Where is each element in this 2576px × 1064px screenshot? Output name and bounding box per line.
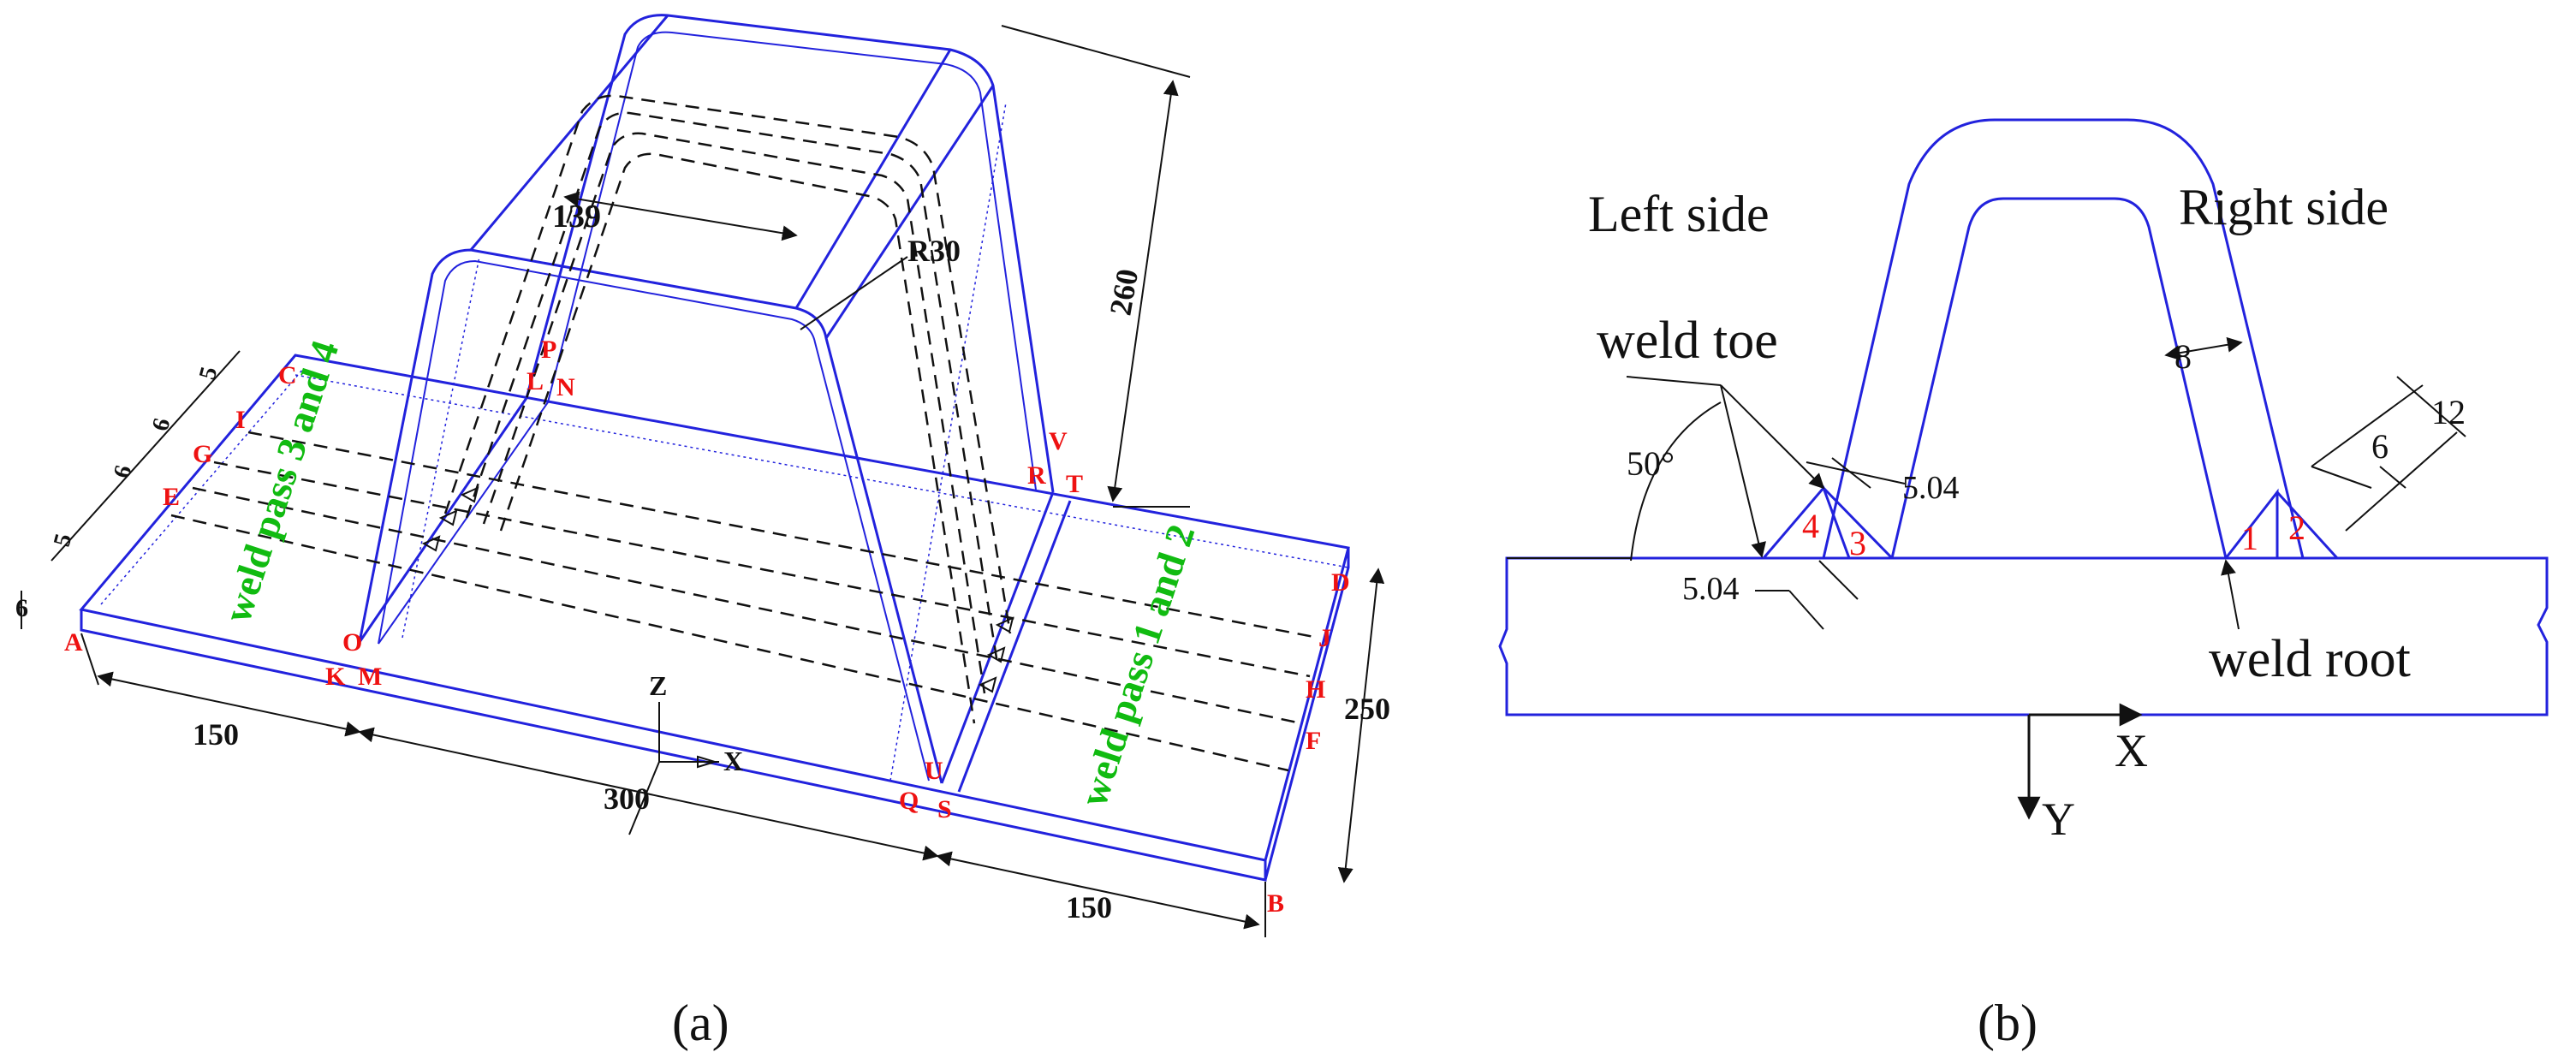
point-L: L <box>527 367 544 395</box>
dim-spacing-2: 6 <box>147 415 176 434</box>
pass-4-label: 4 <box>1802 507 1819 545</box>
dim-left-len: 150 <box>193 717 239 752</box>
point-B: B <box>1267 889 1284 918</box>
pass-3-label: 3 <box>1849 524 1866 562</box>
leg-bottom-label: 5.04 <box>1682 571 1740 607</box>
panel-a-weld-lines <box>170 94 1319 772</box>
point-C: C <box>278 361 297 389</box>
rib-thickness-label: 8 <box>2174 337 2192 376</box>
point-N: N <box>556 373 575 401</box>
dim-inner-width: 139 <box>552 199 601 235</box>
panel-a-hidden-lines <box>100 102 1349 782</box>
weld-toe-label: weld toe <box>1597 312 1778 370</box>
point-U: U <box>925 757 943 785</box>
dim-right-len: 150 <box>1066 890 1112 924</box>
axis-b-x-label: X <box>2115 725 2148 776</box>
point-F: F <box>1306 727 1321 755</box>
point-H: H <box>1306 675 1325 704</box>
dim-12-label: 12 <box>2431 393 2466 431</box>
panel-a-dimensions <box>21 25 1385 937</box>
left-side-label: Left side <box>1588 186 1770 242</box>
point-I: I <box>235 406 246 434</box>
point-M: M <box>358 663 382 691</box>
panel-a-drawing <box>79 14 1350 882</box>
panel-a-caption: (a) <box>672 995 729 1051</box>
pass-1-label: 1 <box>2241 519 2258 557</box>
right-side-label: Right side <box>2179 179 2389 235</box>
panel-b-plate <box>1498 556 2549 716</box>
leg-top-label: 5.04 <box>1902 470 1960 506</box>
point-J: J <box>1318 624 1331 652</box>
rib-back-inner <box>547 31 1037 490</box>
point-E: E <box>163 483 180 511</box>
panel-b-weld-4 <box>1760 485 1852 560</box>
dim-mid-len: 300 <box>604 782 650 816</box>
weld-root-label: weld root <box>2209 630 2411 688</box>
dim-height: 260 <box>1103 266 1145 318</box>
dim-thickness: 6 <box>15 594 28 622</box>
panel-b-caption: (b) <box>1978 995 2038 1051</box>
axis-triad <box>628 702 719 835</box>
weld-symbols <box>421 486 1014 693</box>
point-R: R <box>1027 461 1046 490</box>
point-K: K <box>325 663 346 691</box>
panel-b-drawing <box>1498 118 2549 716</box>
point-P: P <box>541 336 556 364</box>
axis-z-label: Z <box>649 670 667 701</box>
panel-b-weld-3 <box>1822 486 1895 560</box>
dim-6-label: 6 <box>2371 427 2389 466</box>
panel-b-axes <box>2017 703 2143 820</box>
point-G: G <box>193 440 212 468</box>
dim-spacing-1: 5 <box>194 364 223 383</box>
point-D: D <box>1331 568 1350 597</box>
angle-label: 50° <box>1627 444 1675 483</box>
point-V: V <box>1049 427 1068 455</box>
dim-spacing-3: 6 <box>109 462 138 481</box>
point-Q: Q <box>899 787 919 815</box>
dim-plate-width: 250 <box>1344 692 1390 726</box>
dim-radius: R30 <box>907 234 961 268</box>
weld-pass-right-label: weld pass 1 and 2 <box>1071 520 1203 812</box>
point-S: S <box>937 795 952 823</box>
rib-left-front <box>358 248 943 784</box>
panel-b-rib-inner <box>1890 197 2228 559</box>
point-A: A <box>64 628 83 657</box>
axis-x-label: X <box>723 746 743 776</box>
point-O: O <box>342 628 362 657</box>
pass-2-label: 2 <box>2288 508 2305 547</box>
panel-b-weld-2 <box>2276 490 2341 560</box>
axis-b-y-label: Y <box>2042 794 2075 845</box>
panel-b-rib-outer <box>1822 118 2305 559</box>
point-T: T <box>1066 470 1083 498</box>
panel-b-dimensions <box>1507 336 2466 630</box>
plate-right-face <box>1264 548 1350 881</box>
rib-left-front-inner <box>378 259 930 782</box>
dim-spacing-4: 5 <box>49 531 78 550</box>
